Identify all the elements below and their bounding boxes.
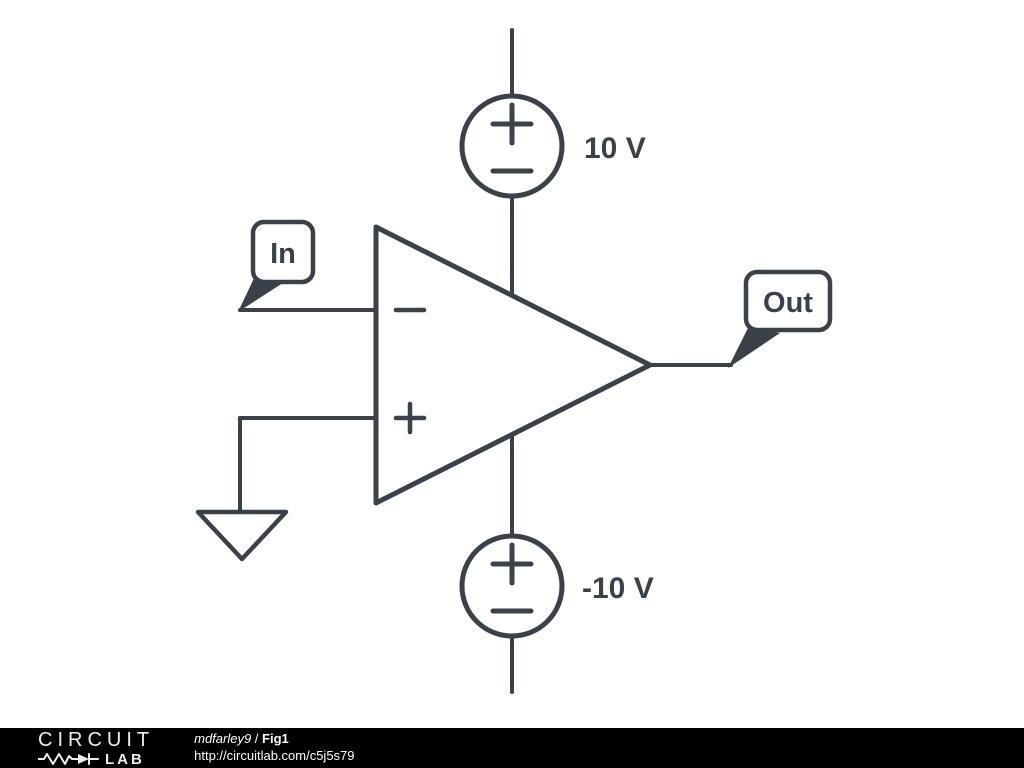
voltage-source-negative: -10 V	[459, 533, 654, 639]
opamp-symbol	[373, 224, 653, 506]
out-flag: Out	[728, 269, 833, 368]
opamp-triangle	[373, 224, 653, 506]
figure-name: Fig1	[262, 731, 289, 747]
ground-symbol	[195, 509, 289, 562]
plus-terminal-icon	[490, 542, 534, 586]
attribution-line: mdfarley9 / Fig1	[194, 731, 354, 748]
wires	[238, 28, 733, 694]
positive-supply-label: 10 V	[584, 132, 646, 165]
attribution-block: mdfarley9 / Fig1 http://circuitlab.com/c…	[194, 731, 354, 765]
flag-box	[743, 269, 833, 333]
schematic-canvas: 10 V -10 V	[195, 28, 833, 694]
logo-lab-row: LAB	[38, 752, 154, 767]
out-flag-label: Out	[763, 287, 813, 319]
logo-lab-text: LAB	[105, 750, 145, 768]
source-circle	[459, 93, 565, 199]
circuit-url[interactable]: http://circuitlab.com/c5j5s79	[194, 748, 355, 763]
in-flag-label: In	[270, 238, 296, 270]
plus-terminal-icon	[490, 102, 534, 146]
noninverting-input-plus-icon	[393, 401, 427, 435]
voltage-source-positive: 10 V	[459, 93, 646, 199]
resistor-diode-icon	[38, 753, 99, 765]
circuitlab-logo: CIRCUIT LAB	[38, 730, 154, 767]
attribution-separator: /	[251, 731, 263, 747]
logo-circuit-text: CIRCUIT	[38, 728, 155, 751]
ground-triangle-icon	[195, 509, 289, 562]
negative-supply-label: -10 V	[582, 572, 654, 605]
flag-box	[250, 219, 316, 285]
author-name: mdfarley9	[194, 731, 252, 747]
flag-tail	[728, 326, 780, 368]
footer-bar: CIRCUIT LAB mdfarley9 / Fig1 http://circ…	[0, 728, 1024, 768]
source-circle	[459, 533, 565, 639]
in-flag: In	[238, 219, 316, 312]
